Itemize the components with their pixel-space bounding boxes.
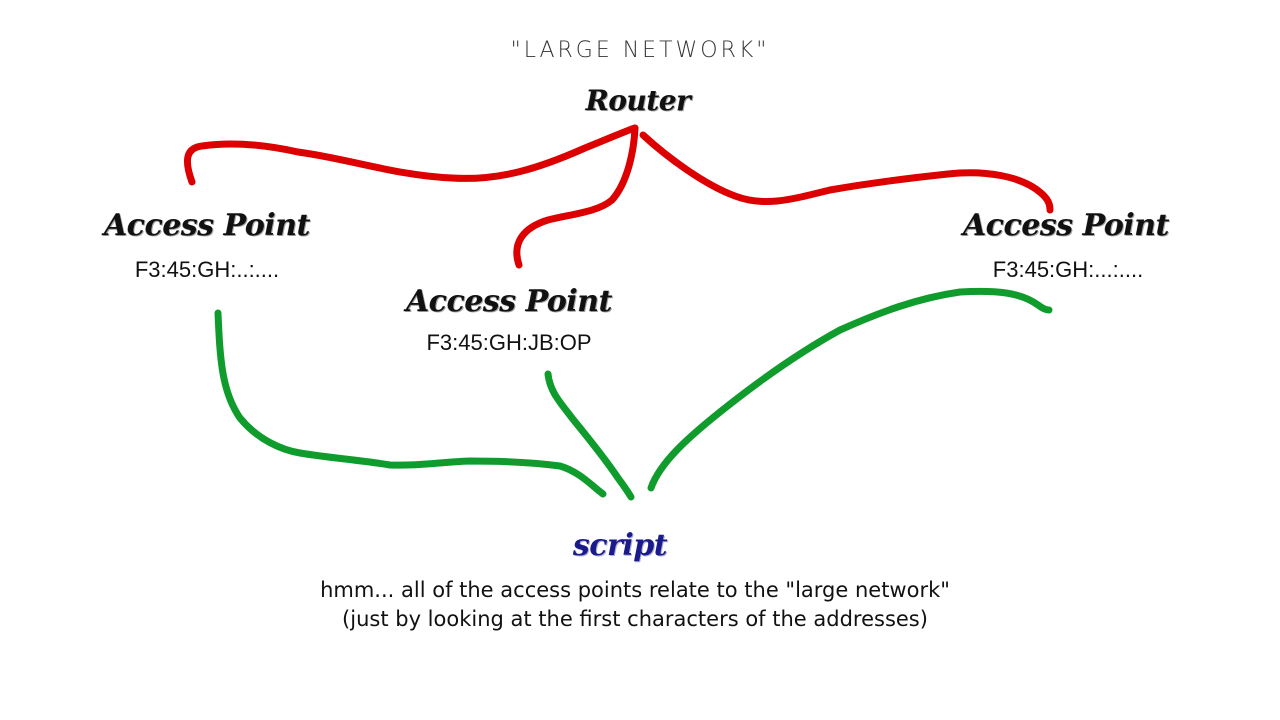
page-title: "LARGE NETWORK" bbox=[510, 38, 770, 63]
router-label: Router bbox=[585, 84, 691, 117]
script-note-line-2: (just by looking at the first characters… bbox=[342, 607, 928, 631]
router-links bbox=[183, 124, 1054, 269]
script-label: script bbox=[572, 528, 668, 563]
ap-right-to-script-link bbox=[647, 287, 1053, 492]
access-point-left-address: F3:45:GH:..:.... bbox=[134, 257, 280, 282]
router-to-ap-left-link bbox=[183, 124, 639, 186]
access-point-left-label: Access Point bbox=[104, 208, 310, 243]
router-to-ap-middle-link bbox=[513, 124, 639, 269]
ap-left-to-script-link bbox=[214, 309, 607, 498]
ap-middle-to-script-link bbox=[544, 370, 635, 501]
router-to-ap-right-link bbox=[639, 131, 1054, 214]
script-note-line-1: hmm... all of the access points relate t… bbox=[320, 578, 950, 602]
access-point-right-label: Access Point bbox=[963, 208, 1169, 243]
access-point-middle-address: F3:45:GH:JB:OP bbox=[426, 330, 592, 355]
script-links bbox=[214, 287, 1053, 501]
access-point-right-address: F3:45:GH:...:.... bbox=[992, 257, 1144, 282]
access-point-middle-label: Access Point bbox=[406, 284, 612, 319]
